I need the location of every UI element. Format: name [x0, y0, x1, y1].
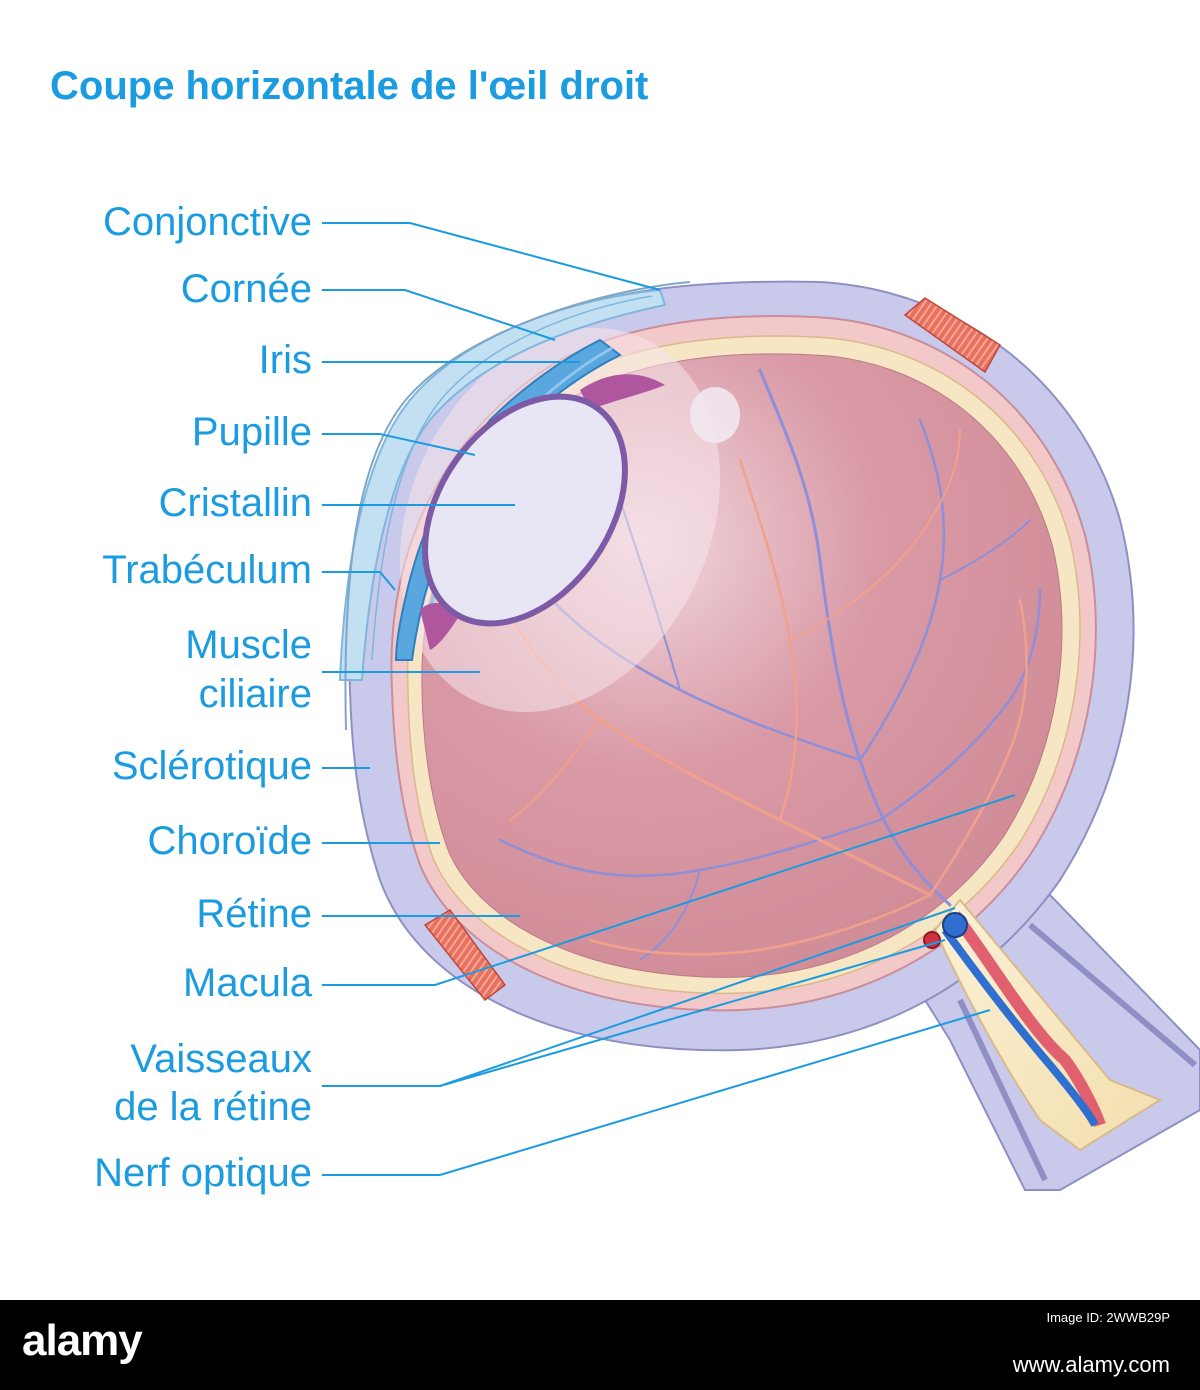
label-conjonctive: Conjonctive	[12, 200, 312, 244]
label-choroide: Choroïde	[12, 819, 312, 863]
label-retine: Rétine	[12, 892, 312, 936]
label-iris: Iris	[12, 338, 312, 382]
footer-url: www.alamy.com	[1013, 1352, 1170, 1378]
reflection-highlight	[690, 387, 740, 443]
label-muscle-ciliaire-line2: ciliaire	[12, 672, 312, 716]
label-trabeculum: Trabéculum	[12, 548, 312, 592]
label-cristallin: Cristallin	[12, 481, 312, 525]
label-cornee: Cornée	[12, 267, 312, 311]
alamy-logo: alamy	[22, 1316, 142, 1366]
label-pupille: Pupille	[12, 410, 312, 454]
label-nerf-optique: Nerf optique	[12, 1151, 312, 1195]
label-sclerotique: Sclérotique	[12, 744, 312, 788]
image-id: Image ID: 2WWB29P	[1046, 1310, 1170, 1326]
label-vaisseaux-line2: de la rétine	[12, 1085, 312, 1129]
label-vaisseaux-line1: Vaisseaux	[12, 1037, 312, 1081]
label-macula: Macula	[12, 961, 312, 1005]
label-muscle-ciliaire-line1: Muscle	[12, 623, 312, 667]
diagram-canvas: Coupe horizontale de l'œil droit	[0, 0, 1200, 1300]
leader-conjonctive	[322, 223, 660, 290]
stock-footer-bar: alamy Image ID: 2WWB29P www.alamy.com	[0, 1300, 1200, 1390]
